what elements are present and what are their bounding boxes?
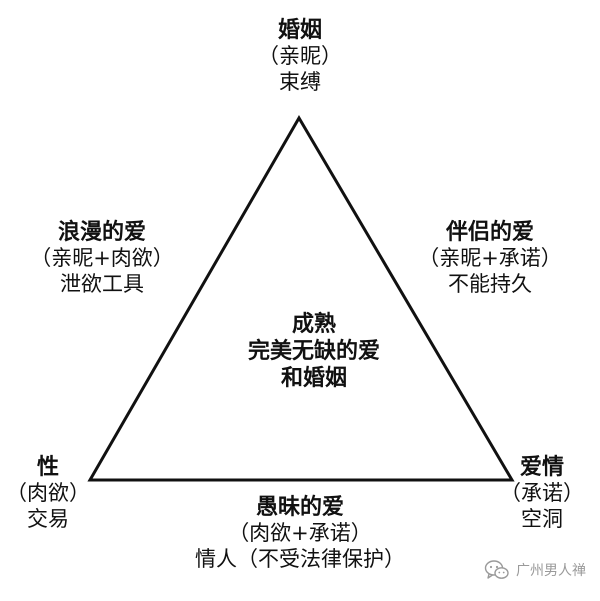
center-mature-love: 成熟 完美无缺的爱 和婚姻 bbox=[248, 312, 380, 392]
edge-companion-love-title: 伴侣的爱 bbox=[445, 220, 535, 245]
edge-foolish-love-result: 情人（不受法律保护） bbox=[195, 546, 405, 571]
edge-romantic-love-components: （亲昵+肉欲） bbox=[30, 246, 174, 271]
center-line-1: 成熟 bbox=[291, 312, 337, 337]
center-line-2: 完美无缺的爱 bbox=[247, 338, 381, 364]
vertex-sex: 性 （肉欲） 交易 bbox=[6, 455, 90, 532]
vertex-marriage: 婚姻 （亲昵） 束缚 bbox=[258, 18, 342, 95]
vertex-love-component: （承诺） bbox=[500, 481, 584, 506]
wechat-icon bbox=[484, 560, 509, 579]
edge-companion-love: 伴侣的爱 （亲昵+承诺） 不能持久 bbox=[418, 220, 562, 297]
edge-romantic-love: 浪漫的爱 （亲昵+肉欲） 泄欲工具 bbox=[30, 220, 174, 297]
vertex-marriage-title: 婚姻 bbox=[277, 18, 322, 43]
triangle-shape bbox=[87, 115, 515, 482]
vertex-love-result: 空洞 bbox=[521, 506, 563, 531]
center-line-3: 和婚姻 bbox=[280, 365, 348, 391]
watermark-text: 广州男人禅 bbox=[516, 563, 586, 579]
vertex-love: 爱情 （承诺） 空洞 bbox=[500, 455, 584, 532]
edge-companion-love-components: （亲昵+承诺） bbox=[418, 246, 562, 271]
vertex-sex-component: （肉欲） bbox=[6, 481, 90, 506]
edge-romantic-love-result: 泄欲工具 bbox=[59, 271, 144, 296]
vertex-sex-title: 性 bbox=[36, 455, 59, 480]
edge-foolish-love-title: 愚昧的爱 bbox=[255, 495, 344, 520]
vertex-love-title: 爱情 bbox=[519, 455, 564, 480]
vertex-sex-result: 交易 bbox=[27, 506, 69, 531]
edge-companion-love-result: 不能持久 bbox=[447, 271, 532, 296]
edge-romantic-love-title: 浪漫的爱 bbox=[57, 220, 147, 245]
watermark: 广州男人禅 bbox=[484, 557, 586, 583]
edge-foolish-love: 愚昧的爱 （肉欲+承诺） 情人（不受法律保护） bbox=[195, 495, 405, 572]
edge-foolish-love-components: （肉欲+承诺） bbox=[228, 521, 372, 546]
vertex-marriage-component: （亲昵） bbox=[258, 44, 342, 69]
vertex-marriage-result: 束缚 bbox=[279, 69, 321, 94]
